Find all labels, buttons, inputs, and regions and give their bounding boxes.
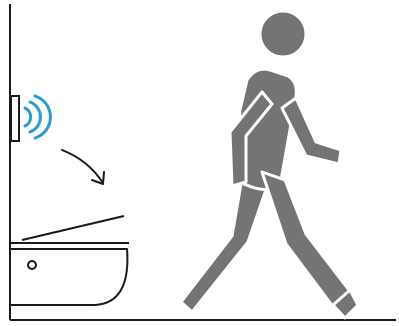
toilet-bowl	[11, 249, 127, 305]
wall-hung-toilet-icon	[11, 216, 129, 305]
wireless-signal-icon	[25, 96, 50, 138]
person-front-leg	[262, 172, 352, 312]
motion-sensor-icon	[11, 96, 19, 141]
flush-button	[28, 261, 36, 269]
curved-arrow-icon	[62, 150, 104, 184]
toilet-lid	[22, 216, 124, 240]
person-back-leg	[181, 178, 268, 312]
person-head	[260, 11, 306, 57]
walking-person-icon	[181, 11, 358, 318]
